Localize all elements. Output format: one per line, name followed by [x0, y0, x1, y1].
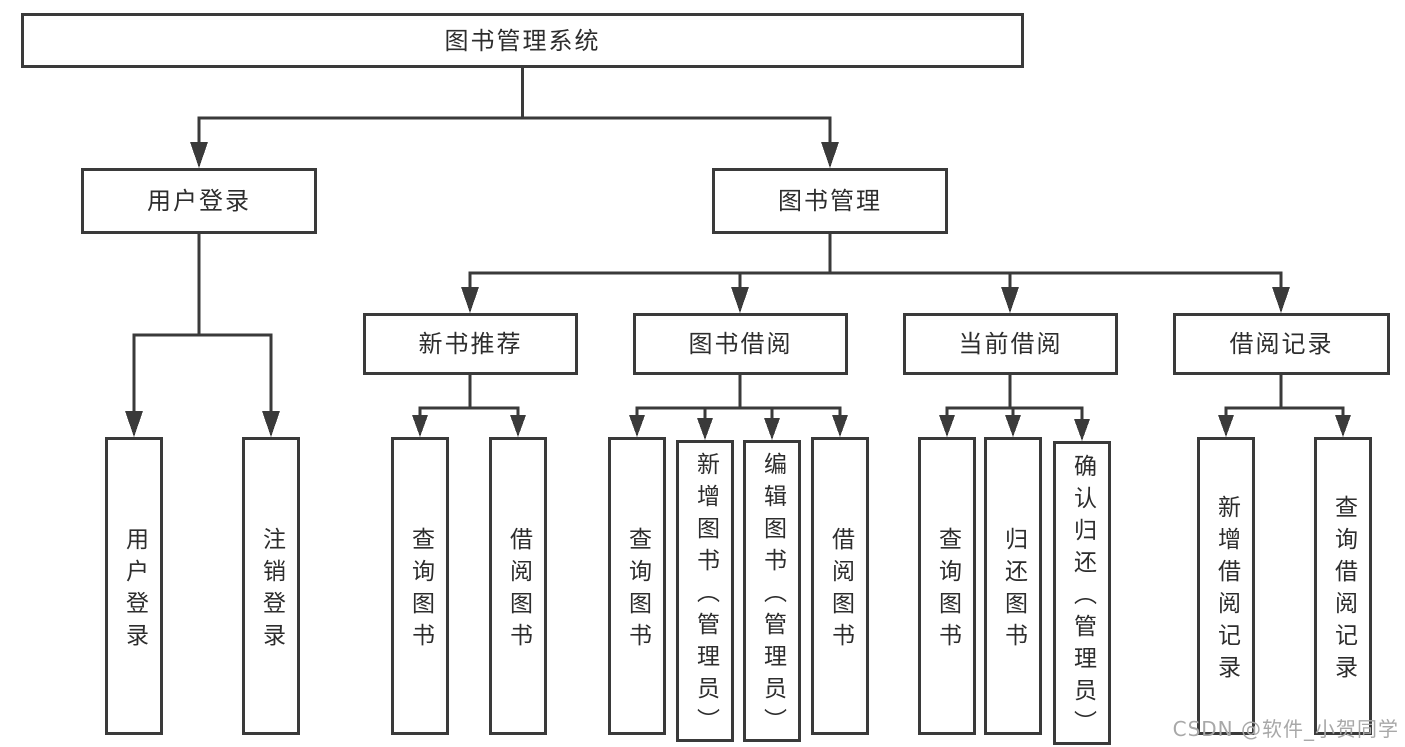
arrow-down-icon: [1005, 415, 1021, 437]
arrow-down-icon: [697, 418, 713, 440]
node-user-login: 用户登录: [81, 168, 317, 234]
leaf-label: 用户登录: [121, 526, 148, 655]
arrow-down-icon: [1074, 419, 1090, 441]
leaf-label: 注销登录: [258, 526, 285, 655]
leaf-label: 查询图书: [624, 526, 651, 655]
arrow-down-icon: [412, 415, 428, 437]
node-label: 借阅记录: [1229, 330, 1334, 358]
arrow-down-icon: [939, 415, 955, 437]
node-current-borrowing: 当前借阅: [903, 313, 1118, 375]
leaf-add-books-admin: 新增图书（管理员）: [676, 440, 734, 742]
arrow-down-icon: [629, 415, 645, 437]
leaf-query-books-newbook: 查询图书: [391, 437, 449, 735]
arrow-down-icon: [461, 287, 479, 313]
node-borrowing-records: 借阅记录: [1173, 313, 1390, 375]
leaf-label: 查询图书: [407, 526, 434, 655]
node-library-management-system: 图书管理系统: [21, 13, 1024, 68]
node-label: 图书管理: [778, 187, 882, 215]
node-book-management: 图书管理: [712, 168, 948, 234]
leaf-borrow-books-newbook: 借阅图书: [489, 437, 547, 735]
node-label: 图书借阅: [688, 330, 793, 358]
leaf-return-books: 归还图书: [984, 437, 1042, 735]
node-label: 当前借阅: [958, 330, 1063, 358]
leaf-label: 归还图书: [1000, 526, 1027, 655]
leaf-label: 查询借阅记录: [1330, 494, 1357, 687]
leaf-label: 确认归还（管理员）: [1069, 453, 1096, 742]
arrow-down-icon: [731, 287, 749, 313]
arrow-down-icon: [832, 415, 848, 437]
node-label: 用户登录: [147, 187, 251, 215]
arrow-down-icon: [125, 411, 143, 437]
leaf-query-borrow-record: 查询借阅记录: [1314, 437, 1372, 735]
leaf-add-borrow-record: 新增借阅记录: [1197, 437, 1255, 735]
arrow-down-icon: [1272, 287, 1290, 313]
arrow-down-icon: [1001, 287, 1019, 313]
arrow-down-icon: [190, 142, 208, 168]
leaf-label: 新增借阅记录: [1213, 494, 1240, 687]
node-label: 图书管理系统: [444, 26, 601, 55]
node-new-book-recommendation: 新书推荐: [363, 313, 578, 375]
leaf-logout: 注销登录: [242, 437, 300, 735]
leaf-label: 借阅图书: [827, 526, 854, 655]
arrow-down-icon: [821, 142, 839, 168]
leaf-label: 查询图书: [934, 526, 961, 655]
leaf-label: 新增图书（管理员）: [692, 451, 719, 740]
leaf-label: 借阅图书: [505, 526, 532, 655]
leaf-query-books-current: 查询图书: [918, 437, 976, 735]
leaf-query-books-borrow: 查询图书: [608, 437, 666, 735]
leaf-borrow-books-borrow: 借阅图书: [811, 437, 869, 735]
node-book-borrowing: 图书借阅: [633, 313, 848, 375]
arrow-down-icon: [510, 415, 526, 437]
watermark-csdn: CSDN @软件_小贺同学: [1172, 717, 1399, 741]
arrow-down-icon: [764, 418, 780, 440]
arrow-down-icon: [1335, 415, 1351, 437]
node-label: 新书推荐: [418, 330, 523, 358]
arrow-down-icon: [262, 411, 280, 437]
arrow-down-icon: [1218, 415, 1234, 437]
leaf-edit-books-admin: 编辑图书（管理员）: [743, 440, 801, 742]
leaf-user-login: 用户登录: [105, 437, 163, 735]
leaf-label: 编辑图书（管理员）: [759, 451, 786, 740]
leaf-confirm-return-admin: 确认归还（管理员）: [1053, 441, 1111, 745]
arrowhead-icons: [125, 142, 1351, 441]
